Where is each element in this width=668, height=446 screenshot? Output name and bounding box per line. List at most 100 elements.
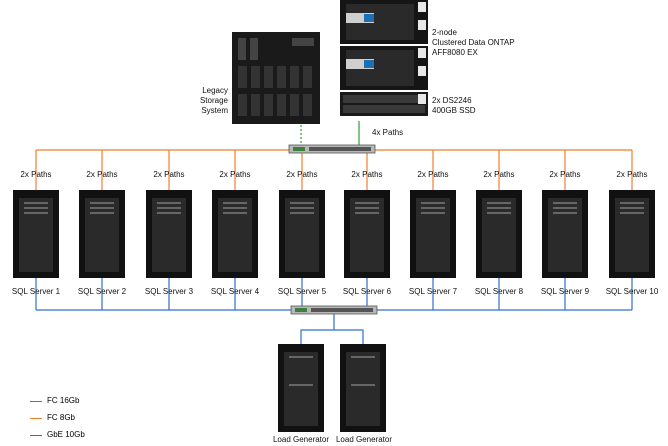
drive-bay [223, 212, 247, 214]
drive-bay [620, 212, 644, 214]
drive-bay [24, 202, 48, 204]
ds2246-shelf [340, 92, 428, 116]
sql-server-5-tower [279, 190, 325, 278]
drive-bay [157, 212, 181, 214]
drive-bay [223, 202, 247, 204]
shelf-label-line-1: 2x DS2246 [432, 96, 472, 105]
drive-bay [290, 212, 314, 214]
legacy-drive [251, 66, 260, 88]
drive-bay [24, 212, 48, 214]
drive-bay [157, 202, 181, 204]
legacy-drive [290, 94, 299, 116]
shelf-label-line-2: 400GB SSD [432, 106, 476, 115]
path-label-8: 2x Paths [483, 170, 515, 179]
legacy-storage-system [232, 32, 320, 124]
drive-bay [553, 212, 577, 214]
gbe-load-gen-link-1 [300, 314, 335, 344]
legend-swatch-fc16 [30, 401, 42, 402]
legacy-panel [250, 38, 258, 60]
drive-bay [24, 207, 48, 209]
sql-server-9-tower [542, 190, 588, 278]
gbe-load-gen-link-2 [334, 329, 364, 344]
server-label-7: SQL Server 7 [408, 287, 458, 296]
tower-bezel [218, 198, 252, 272]
path-label-10: 2x Paths [616, 170, 648, 179]
aff-label-line-3: AFF8080 EX [432, 48, 478, 57]
drive-bay [289, 384, 313, 386]
load-generators [278, 344, 386, 432]
unlock-icon [418, 20, 426, 30]
unlock-icon [418, 2, 426, 12]
load-generator-2-tower [340, 344, 386, 432]
switch-ports [311, 308, 373, 312]
path-label-7: 2x Paths [417, 170, 449, 179]
sql-server-10-tower [609, 190, 655, 278]
drive-bay [421, 207, 445, 209]
server-label-5: SQL Server 5 [277, 287, 327, 296]
legacy-drive [264, 94, 273, 116]
server-label-2: SQL Server 2 [77, 287, 127, 296]
tower-bezel [285, 198, 319, 272]
drive-bay [223, 207, 247, 209]
legacy-drive [303, 66, 312, 88]
sql-server-3-tower [146, 190, 192, 278]
drive-bay [421, 202, 445, 204]
path-label-5: 2x Paths [286, 170, 318, 179]
server-label-9: SQL Server 9 [540, 287, 590, 296]
legend-swatch-fc8 [30, 418, 42, 419]
unlock-icon [418, 94, 426, 104]
drive-bay [351, 384, 375, 386]
legacy-drive [277, 66, 286, 88]
legacy-drive [303, 94, 312, 116]
path-label-3: 2x Paths [153, 170, 185, 179]
sql-servers [13, 190, 655, 278]
fc-switch [288, 144, 376, 154]
server-label-6: SQL Server 6 [342, 287, 392, 296]
legacy-drive [238, 94, 247, 116]
shelf-row [343, 105, 425, 113]
drive-bay [289, 356, 313, 358]
drive-bay [290, 202, 314, 204]
tower-bezel [416, 198, 450, 272]
drive-bay [355, 212, 379, 214]
drive-bay [487, 207, 511, 209]
legacy-label-line-1: Legacy [202, 86, 228, 95]
drive-bay [157, 207, 181, 209]
sql-server-6-tower [344, 190, 390, 278]
drive-bay [553, 207, 577, 209]
drive-bay [355, 207, 379, 209]
path-label-4: 2x Paths [219, 170, 251, 179]
switch-led [295, 308, 307, 312]
legend-label-fc16: FC 16Gb [47, 396, 80, 405]
drive-bay [620, 202, 644, 204]
server-label-1: SQL Server 1 [11, 287, 61, 296]
legacy-drive [277, 94, 286, 116]
load-generator-1-tower [278, 344, 324, 432]
unlock-icon [418, 48, 426, 58]
tower-bezel [284, 352, 318, 426]
server-label-3: SQL Server 3 [144, 287, 194, 296]
legacy-drive [290, 66, 299, 88]
fc8-bus [35, 149, 633, 192]
aff-label-line-1: 2-node [432, 28, 457, 37]
sql-server-1-tower [13, 190, 59, 278]
drive-bay [90, 207, 114, 209]
server-label-10: SQL Server 10 [605, 287, 659, 296]
sql-server-4-tower [212, 190, 258, 278]
shelf-label: 2x DS2246 400GB SSD [432, 96, 476, 116]
legacy-label-line-3: System [201, 106, 228, 115]
sql-server-8-tower [476, 190, 522, 278]
aff-label-line-2: Clustered Data ONTAP [432, 38, 515, 47]
aff-slot [346, 13, 374, 23]
drive-bay [290, 207, 314, 209]
path-label-6: 2x Paths [351, 170, 383, 179]
path-label-9: 2x Paths [549, 170, 581, 179]
path-label-2: 2x Paths [86, 170, 118, 179]
path-label-1: 2x Paths [20, 170, 52, 179]
aff-label: 2-node Clustered Data ONTAP AFF8080 EX [432, 28, 515, 58]
legend-label-gbe: GbE 10Gb [47, 430, 85, 439]
legend-swatch-gbe [30, 435, 42, 436]
fc-paths-label: 4x Paths [372, 128, 404, 137]
